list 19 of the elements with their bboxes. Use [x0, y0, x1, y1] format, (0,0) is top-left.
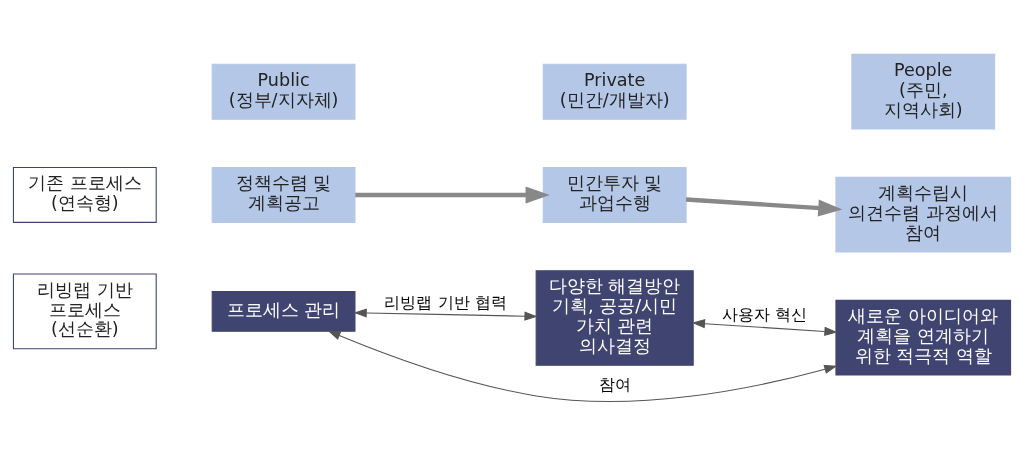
arrow — [326, 330, 837, 403]
arrow — [691, 319, 838, 336]
node-box: 기존 프로세스 (연속형) — [12, 166, 157, 223]
arrow — [685, 197, 842, 217]
node-box: 리빙랩 기반 프로세스 (선순환) — [12, 273, 157, 350]
node-box: 프로세스 관리 — [211, 291, 355, 332]
edge-label: 사용자 혁신 — [721, 305, 807, 325]
node-box: 정책수렴 및 계획공고 — [211, 166, 355, 223]
node-box: 새로운 아이디어와 계획을 연계하기 위한 적극적 역할 — [834, 299, 1011, 376]
arrow — [354, 186, 550, 204]
arrow — [353, 308, 538, 321]
edge-label: 참여 — [598, 375, 631, 395]
node-box: Private (민간/개발자) — [542, 63, 687, 120]
node-box: 계획수립시 의견수렴 과정에서 참여 — [834, 176, 1011, 253]
node-box: 다양한 해결방안 기획, 공공/시민 가치 관련 의사결정 — [535, 270, 694, 366]
node-box: Public (정부/지자체) — [211, 63, 355, 120]
node-box: 민간투자 및 과업수행 — [542, 166, 687, 223]
edge-label: 리빙랩 기반 협력 — [383, 293, 507, 313]
node-box: People (주민, 지역사회) — [850, 53, 995, 130]
